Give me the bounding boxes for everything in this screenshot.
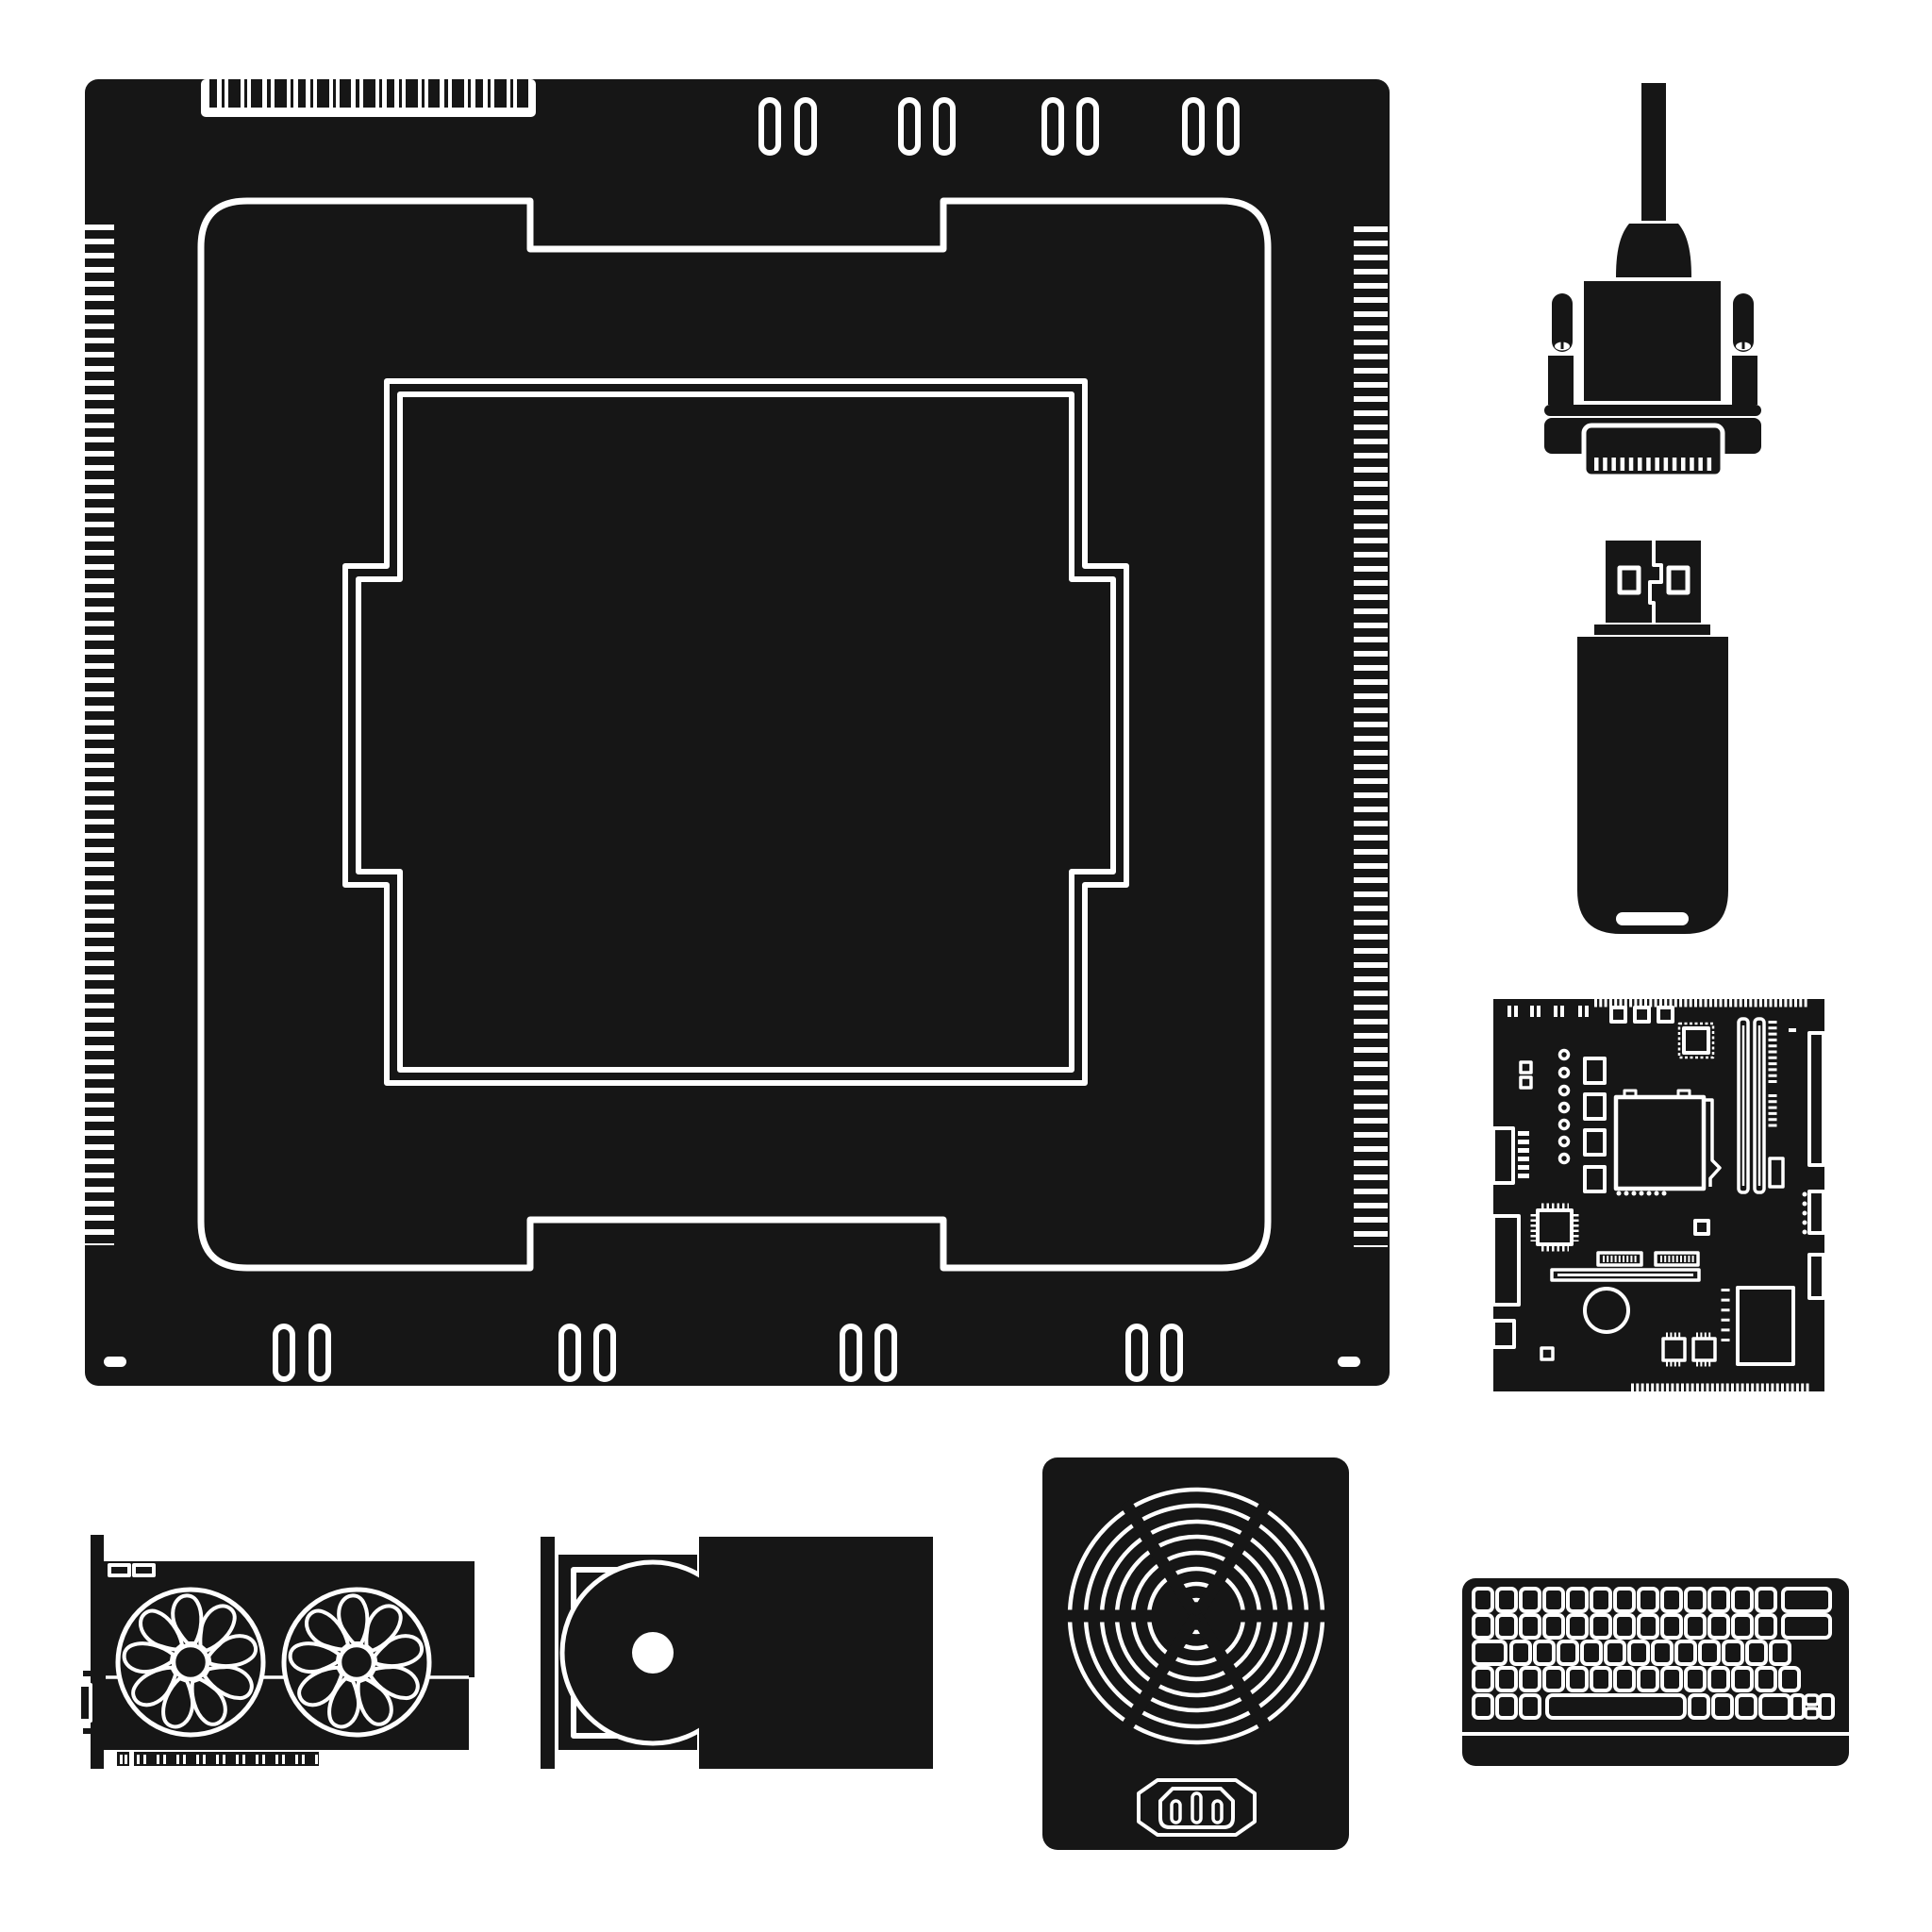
vga-pin-shell bbox=[1581, 423, 1725, 479]
mobo-cmos-battery bbox=[1583, 1287, 1630, 1334]
vga-thumbscrew-left bbox=[1548, 293, 1574, 405]
gpu-bracket-screw-top bbox=[83, 1671, 91, 1676]
keyboard-row-5 bbox=[1472, 1693, 1835, 1720]
mobo-capacitors bbox=[1557, 1048, 1571, 1165]
mobo-cpu-socket bbox=[1613, 1089, 1722, 1196]
vga-flange bbox=[1544, 405, 1761, 416]
usb-plug-split bbox=[1648, 541, 1663, 623]
cpu-corner-mark-left bbox=[104, 1357, 126, 1367]
mobo-fuse bbox=[1789, 1028, 1796, 1032]
vga-cable-boot bbox=[1616, 224, 1691, 277]
power-supply-icon bbox=[1042, 1457, 1349, 1850]
mobo-qfp-small-pair bbox=[1661, 1332, 1717, 1367]
cpu-substrate-outline bbox=[197, 197, 1272, 1272]
spacebar-key bbox=[1545, 1693, 1687, 1720]
gpu-bracket-tab bbox=[77, 1683, 92, 1723]
keyboard-row-3 bbox=[1472, 1640, 1791, 1666]
usb-plug-hole-right bbox=[1666, 565, 1690, 595]
odd-drive-body bbox=[699, 1537, 933, 1769]
mobo-mosfet-column bbox=[1583, 1057, 1607, 1193]
mobo-chip-small-1 bbox=[1519, 1060, 1533, 1074]
cpu-die-outline-inner bbox=[356, 391, 1116, 1073]
mobo-chip-small-2 bbox=[1519, 1075, 1533, 1090]
cpu-die-outline-outer bbox=[342, 378, 1129, 1086]
psu-case bbox=[1042, 1457, 1349, 1850]
mobo-jumper-pairs bbox=[1507, 1006, 1589, 1017]
mobo-right-edge-ports bbox=[1802, 1031, 1825, 1300]
graphics-card-icon bbox=[77, 1535, 475, 1775]
vga-cable-wire bbox=[1641, 83, 1666, 221]
usb-collar bbox=[1594, 625, 1710, 635]
keyboard-icon bbox=[1462, 1578, 1849, 1766]
psu-fan-grille bbox=[1062, 1487, 1330, 1745]
gpu-pcie-connector bbox=[117, 1752, 319, 1775]
cpu-corner-mark-right bbox=[1338, 1357, 1360, 1367]
usb-lanyard-slot bbox=[1616, 912, 1689, 925]
gpu-fan-right bbox=[281, 1587, 432, 1738]
gpu-port-2 bbox=[132, 1563, 156, 1577]
mobo-vrm-rect bbox=[1768, 1157, 1785, 1189]
vga-thumbscrew-right bbox=[1732, 293, 1757, 405]
odd-disc-hole bbox=[632, 1632, 674, 1674]
odd-front-bezel bbox=[541, 1537, 555, 1769]
mobo-southbridge bbox=[1736, 1286, 1795, 1366]
mobo-chip-small-3 bbox=[1693, 1219, 1710, 1236]
mobo-pcie-slot bbox=[1550, 1268, 1701, 1282]
optical-drive-icon bbox=[541, 1537, 933, 1769]
mobo-top-chips bbox=[1609, 1006, 1715, 1059]
gpu-port-1 bbox=[108, 1563, 131, 1577]
gpu-bracket bbox=[91, 1535, 104, 1769]
usb-body bbox=[1577, 637, 1728, 934]
cpu-body bbox=[85, 79, 1390, 1386]
motherboard-icon bbox=[1491, 998, 1825, 1392]
mobo-front-panel-headers bbox=[1596, 1251, 1700, 1267]
cpu-barcode bbox=[201, 79, 536, 117]
vga-connector-body bbox=[1584, 281, 1721, 401]
cpu-chip-icon bbox=[80, 79, 1390, 1386]
vga-cable-icon bbox=[1544, 83, 1761, 479]
usb-flash-drive-icon bbox=[1577, 541, 1728, 934]
mobo-left-edge-ports bbox=[1491, 1126, 1529, 1349]
gpu-fan-left bbox=[115, 1587, 266, 1738]
mobo-qfp-chip bbox=[1530, 1203, 1579, 1252]
keyboard-row-2 bbox=[1472, 1613, 1832, 1640]
psu-power-inlet bbox=[1137, 1778, 1257, 1837]
mobo-chip-small-4 bbox=[1540, 1346, 1555, 1361]
keyboard-row-1 bbox=[1472, 1587, 1832, 1613]
mobo-ram-slots bbox=[1737, 1017, 1766, 1194]
usb-plug-hole-left bbox=[1617, 565, 1641, 595]
gpu-bracket-screw-bottom bbox=[83, 1728, 91, 1734]
